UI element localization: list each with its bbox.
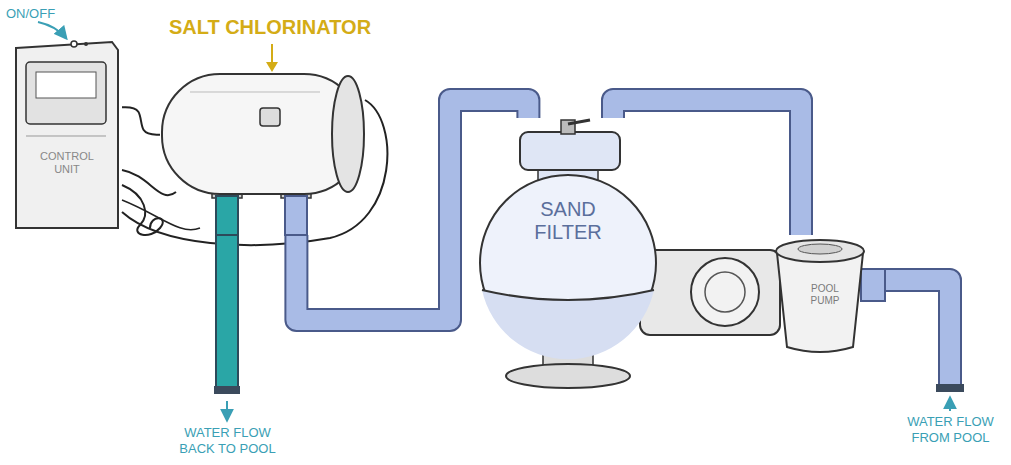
strainer-pot <box>777 253 863 352</box>
unit-screen <box>36 72 96 98</box>
power-button <box>71 41 77 47</box>
outlet-pipe <box>216 196 238 235</box>
filter-base <box>506 364 630 388</box>
tank-rim <box>482 290 654 300</box>
leader-arrow <box>38 22 66 38</box>
motor-housing <box>691 258 759 326</box>
node-title: SAND FILTER <box>521 198 616 244</box>
node-title: SALT CHLORINATOR <box>169 16 371 39</box>
cell-end-cap <box>332 76 364 192</box>
node-title: CONTROL UNIT <box>36 150 98 175</box>
salt-chlorinator: SALT CHLORINATOR <box>160 12 380 235</box>
cable <box>122 200 200 230</box>
salt-chlorinator-outline <box>160 12 380 235</box>
shading-line <box>190 92 320 93</box>
panel-line <box>26 136 106 137</box>
pump-inlet <box>861 269 885 301</box>
cable <box>122 170 176 195</box>
control-unit-outline <box>12 40 122 232</box>
inlet-pipe <box>880 280 950 385</box>
unit-panel <box>26 62 106 124</box>
node-title: POOL PUMP <box>800 283 850 306</box>
sand-filter-outline <box>478 118 658 395</box>
flow-arrow <box>226 401 228 420</box>
flow-label: WATER FLOW BACK TO POOL <box>170 425 285 456</box>
pot-lid <box>776 240 864 262</box>
leader-arrowhead <box>266 62 278 72</box>
flow-label: WATER FLOW FROM POOL <box>893 414 1008 445</box>
cable-line <box>122 107 160 134</box>
valve-lever <box>568 120 590 124</box>
return-pipe <box>216 230 238 390</box>
motor-housing <box>705 272 745 312</box>
lid-knob <box>798 244 842 254</box>
inlet-pipe <box>880 280 950 385</box>
power-cable <box>122 107 160 134</box>
tank-shading <box>482 290 654 359</box>
unit-housing <box>16 42 118 228</box>
inlet-pipe <box>285 196 307 235</box>
switch-label: ON/OFF <box>6 6 66 22</box>
pump-motor <box>640 250 780 335</box>
brand-badge <box>260 108 280 126</box>
control-unit: CONTROL UNIT <box>12 40 122 232</box>
sand-filter: SAND FILTER <box>478 118 658 395</box>
pipe-end <box>936 384 964 392</box>
flow-arrow <box>949 398 951 411</box>
indicator-light <box>84 42 88 46</box>
pool-pump: POOL PUMP <box>765 235 885 360</box>
multiport-valve <box>520 132 620 170</box>
pipe-end <box>214 386 240 394</box>
